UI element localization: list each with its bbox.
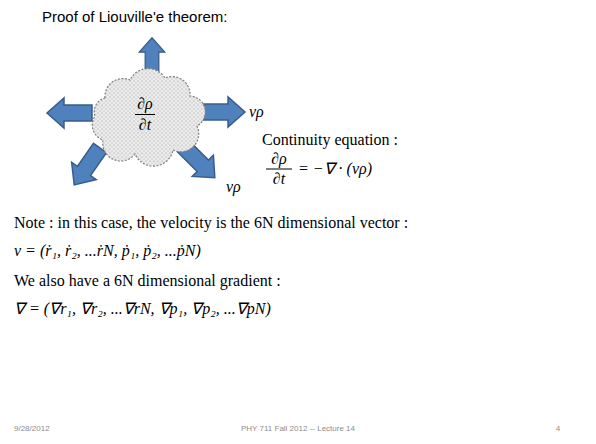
note-text: Note : in this case, the velocity is the… xyxy=(14,214,408,232)
fraction-denominator: ∂t xyxy=(264,170,294,188)
cloud-shape xyxy=(92,69,205,167)
cloud-text: ∂t xyxy=(137,116,153,134)
density-cloud: ∂ρ ∂t xyxy=(85,68,205,160)
fraction-bar xyxy=(135,114,155,115)
flow-arrow xyxy=(200,97,245,127)
flux-label: vρ xyxy=(226,178,241,196)
flux-label: vρ xyxy=(249,103,264,121)
flow-arrow xyxy=(47,98,92,128)
equation-name: Continuity equation : xyxy=(262,131,398,149)
footer-course: PHY 711 Fall 2012 -- Lecture 14 xyxy=(180,424,416,434)
page-number: 4 xyxy=(548,424,568,434)
gradient-vector: ∇ = (∇r₁, ∇r₂, ...∇rN, ∇p₁, ∇p₂, ...∇pN) xyxy=(14,300,271,318)
footer-date: 9/28/2012 xyxy=(14,424,50,434)
fraction: ∂ρ ∂t xyxy=(85,68,205,160)
note-text: We also have a 6N dimensional gradient : xyxy=(14,272,281,290)
cloud-text: ∂ρ xyxy=(135,95,155,113)
equation-rhs: = −∇ · (vρ) xyxy=(298,160,372,178)
fraction-numerator: ∂ρ xyxy=(264,150,294,168)
fraction-bar xyxy=(266,169,292,170)
velocity-vector: v = (ṙ₁, ṙ₂, ...ṙN, ṗ₁, ṗ₂, ...ṗN) xyxy=(14,242,201,260)
slide-title: Proof of Liouville'e theorem: xyxy=(42,8,227,25)
